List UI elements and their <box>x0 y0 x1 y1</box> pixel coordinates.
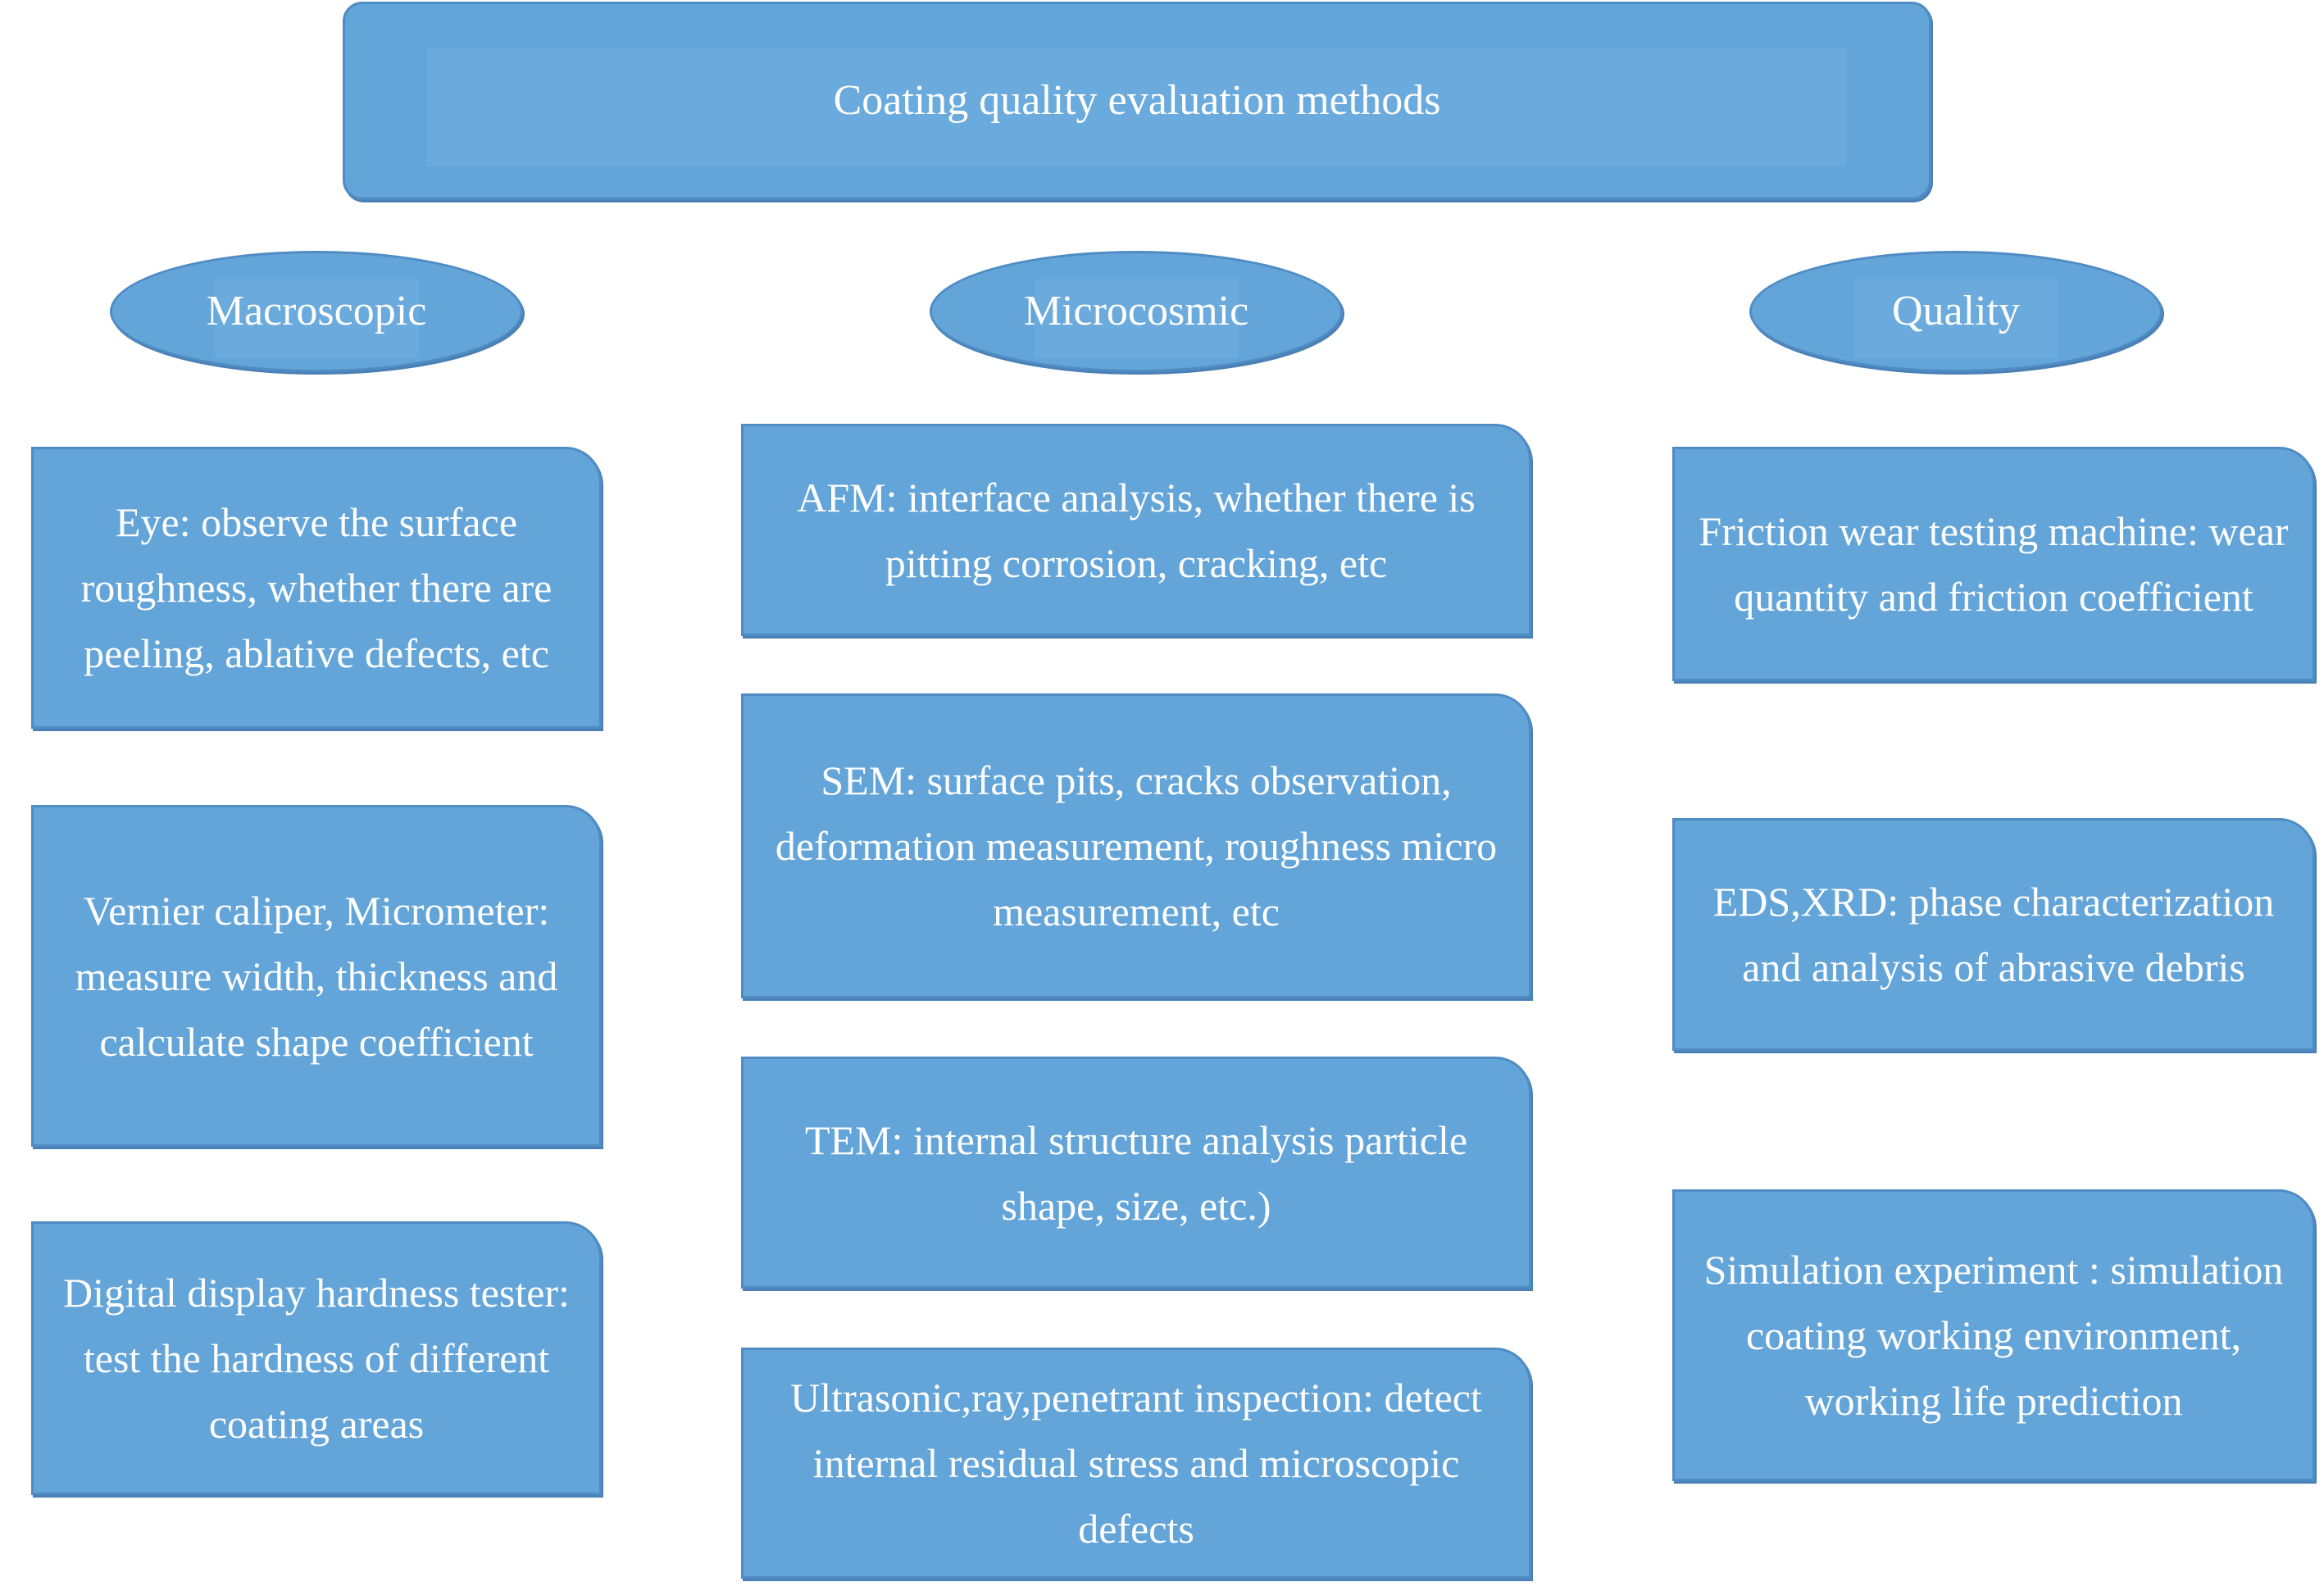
title-label: Coating quality evaluation methods <box>833 77 1441 124</box>
ellipse-macroscopic: Macroscopic <box>110 251 523 372</box>
box-label: AFM: interface analysis, whether there i… <box>797 474 1476 586</box>
ellipse-quality: Quality <box>1749 251 2163 372</box>
category-label-macroscopic: Macroscopic <box>206 288 427 334</box>
title-highlight <box>427 48 1847 166</box>
category-label-microcosmic: Microcosmic <box>1023 288 1249 334</box>
ellipse-highlight <box>1034 279 1239 358</box>
box-eds-xrd: EDS,XRD: phase characterization and anal… <box>1672 818 2315 1051</box>
box-label: Vernier caliper, Micrometer: measure wid… <box>75 887 558 1065</box>
box-tem: TEM: internal structure analysis particl… <box>741 1057 1531 1289</box>
box-friction-wear: Friction wear testing machine: wear quan… <box>1672 447 2315 681</box>
box-label: SEM: surface pits, cracks observation, d… <box>775 757 1498 934</box>
ellipse-highlight <box>1853 279 2058 358</box>
box-label: Simulation experiment : simulation coati… <box>1703 1247 2284 1424</box>
category-label-quality: Quality <box>1892 288 2020 334</box>
box-afm: AFM: interface analysis, whether there i… <box>741 424 1531 636</box>
box-vernier-caliper: Vernier caliper, Micrometer: measure wid… <box>31 805 602 1147</box>
title-box: Coating quality evaluation methods <box>343 2 1931 200</box>
ellipse-microcosmic: Microcosmic <box>930 251 1343 372</box>
box-ultrasonic: Ultrasonic,ray,penetrant inspection: det… <box>741 1348 1531 1579</box>
ellipse-highlight <box>214 279 419 358</box>
box-label: Friction wear testing machine: wear quan… <box>1699 508 2289 620</box>
box-eye: Eye: observe the surface roughness, whet… <box>31 447 602 729</box>
box-label: EDS,XRD: phase characterization and anal… <box>1712 879 2275 990</box>
box-label: Ultrasonic,ray,penetrant inspection: det… <box>790 1375 1482 1552</box>
box-label: Digital display hardness tester: test th… <box>63 1270 570 1447</box>
box-label: TEM: internal structure analysis particl… <box>804 1116 1468 1229</box>
box-hardness-tester: Digital display hardness tester: test th… <box>31 1221 602 1495</box>
box-sem: SEM: surface pits, cracks observation, d… <box>741 693 1531 998</box>
box-simulation: Simulation experiment : simulation coati… <box>1672 1189 2315 1481</box>
box-label: Eye: observe the surface roughness, whet… <box>80 499 553 676</box>
